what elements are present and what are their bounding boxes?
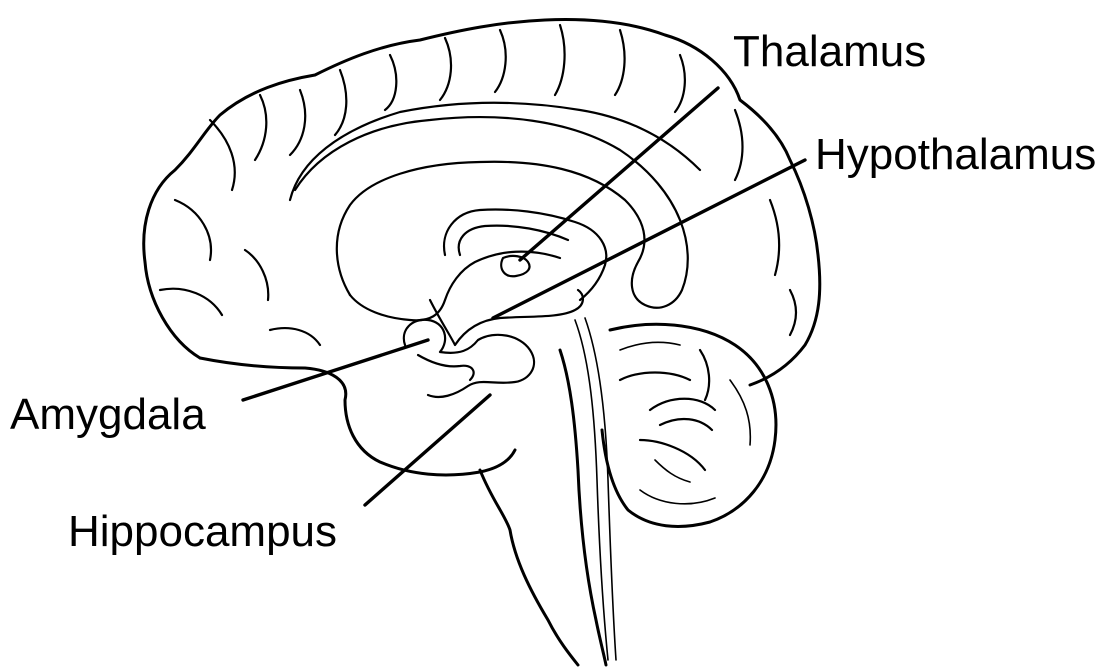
leader-hippocampus [365,395,490,505]
cerebellum-folia [620,342,750,504]
brainstem [480,470,578,665]
septum-inner [459,226,568,255]
leader-amygdala [243,340,428,400]
label-amygdala: Amygdala [10,393,206,437]
leader-hypothalamus [493,160,805,318]
label-thalamus: Thalamus [733,30,926,74]
diencephalon [430,290,583,345]
thalamus-shape [501,256,529,276]
gyri-folds [160,25,796,345]
corpus-callosum [295,117,688,308]
label-hippocampus: Hippocampus [68,510,337,554]
amygdala-shape [418,355,474,380]
label-hypothalamus: Hypothalamus [815,133,1096,177]
brainstem-rear [560,350,606,665]
spinal-canal-2 [585,318,616,660]
leader-thalamus [520,88,718,260]
cerebellum-arbor [620,350,715,470]
